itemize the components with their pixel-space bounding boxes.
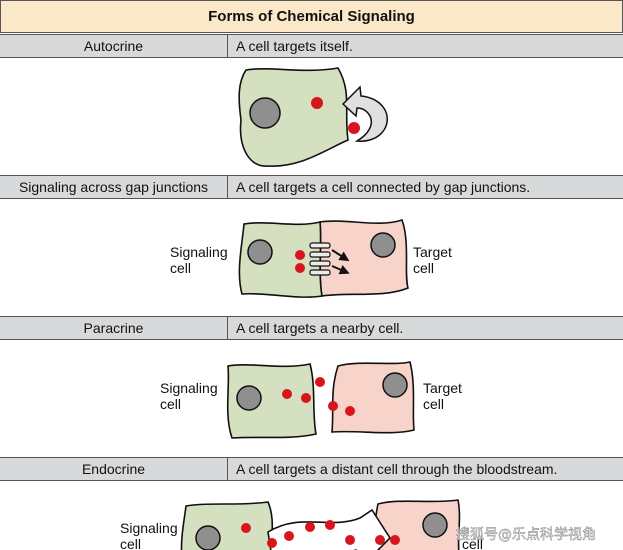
row-description: A cell targets a distant cell through th… [236, 461, 558, 477]
row-name: Paracrine [0, 317, 228, 339]
target-cell-label: cell [462, 536, 483, 550]
target-cell-label: Target [413, 244, 452, 260]
row-header-autocrine: Autocrine A cell targets itself. [0, 34, 623, 58]
autocrine-illustration [238, 67, 389, 167]
nucleus [195, 525, 221, 550]
diagram-title: Forms of Chemical Signaling [0, 0, 623, 33]
signaling-cell [180, 501, 274, 550]
paracrine-illustration: Signaling cell Target cell [160, 361, 462, 439]
signal-molecule [301, 393, 311, 403]
nucleus [247, 239, 273, 265]
nucleus [382, 372, 408, 398]
target-cell-label: cell [423, 396, 444, 412]
signal-molecule [345, 535, 355, 545]
signaling-cell-label: cell [170, 260, 191, 276]
row-name: Autocrine [0, 35, 228, 57]
signaling-cell [226, 363, 317, 439]
row-description: A cell targets a cell connected by gap j… [236, 179, 531, 195]
nucleus [249, 97, 281, 129]
bloodstream-arrow [267, 508, 392, 550]
gap-junction-channel [309, 242, 331, 249]
signal-molecule [345, 406, 355, 416]
signal-molecule [315, 377, 325, 387]
arrow-icon [331, 249, 350, 262]
signal-molecule [328, 401, 338, 411]
signal-molecule [305, 522, 315, 532]
signal-molecule [267, 538, 277, 548]
signal-molecule [295, 263, 305, 273]
signal-molecule [282, 389, 292, 399]
signal-molecule [375, 535, 385, 545]
signaling-cell-label: Signaling [170, 244, 228, 260]
gap-junction-channel [309, 251, 331, 258]
watermark: 搜狐号@乐点科学视角 [456, 527, 596, 543]
signaling-cell-label: Signaling [160, 380, 218, 396]
row-header-paracrine: Paracrine A cell targets a nearby cell. [0, 316, 623, 340]
target-cell-label: cell [413, 260, 434, 276]
signal-molecule [390, 535, 400, 545]
return-arrow-icon [341, 85, 389, 142]
target-cell-label: Target [423, 380, 462, 396]
arrow-icon [331, 265, 350, 275]
signal-molecule [295, 250, 305, 260]
target-cell [331, 361, 415, 434]
signaling-cell-label: cell [120, 536, 141, 550]
nucleus [370, 232, 396, 258]
target-cell [319, 218, 409, 297]
row-name: Signaling across gap junctions [0, 176, 228, 198]
row-header-gap-junctions: Signaling across gap junctions A cell ta… [0, 175, 623, 199]
signaling-cell-label: Signaling [120, 520, 178, 536]
row-description: A cell targets a nearby cell. [236, 320, 404, 336]
nucleus [422, 512, 448, 538]
signal-molecule [311, 97, 323, 109]
row-name: Endocrine [0, 458, 228, 480]
endocrine-illustration: Signaling cell cell [120, 499, 483, 550]
signal-molecule [284, 531, 294, 541]
row-header-endocrine: Endocrine A cell targets a distant cell … [0, 457, 623, 481]
signal-molecule [325, 520, 335, 530]
row-description: A cell targets itself. [236, 38, 353, 54]
gap-junction-illustration: Signaling cell Target cell [170, 218, 452, 298]
signaling-cell [238, 67, 349, 167]
signaling-cell-label: cell [160, 396, 181, 412]
nucleus [236, 385, 262, 411]
signal-molecule [241, 523, 251, 533]
gap-junction-channel [309, 260, 331, 267]
signal-molecule [348, 122, 360, 134]
gap-junction-channel [309, 269, 331, 276]
